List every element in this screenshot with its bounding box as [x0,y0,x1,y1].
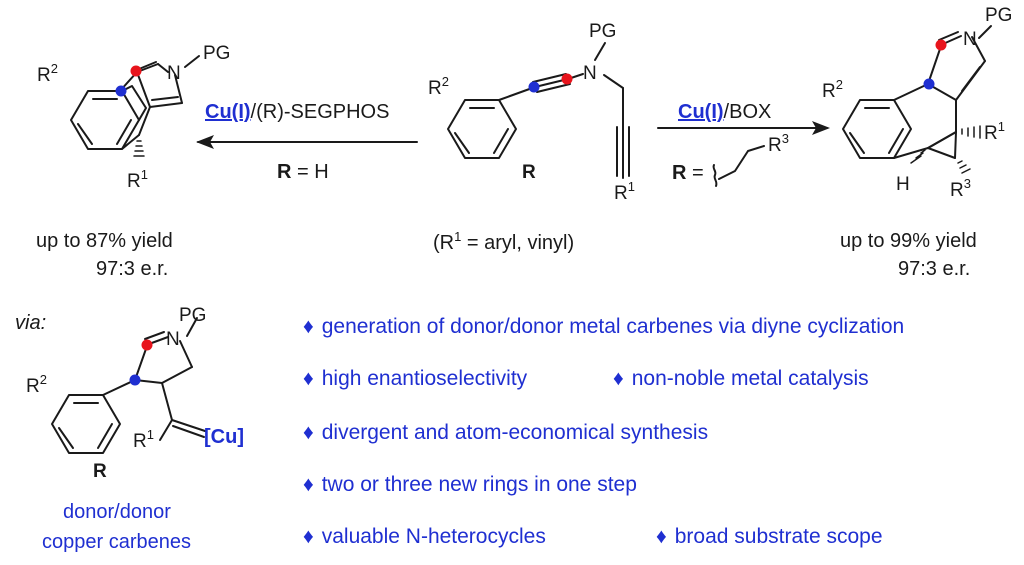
right-catalyst-cu: Cu(I) [678,101,724,123]
diamond-icon: ♦ [303,525,314,548]
left-arrowhead [196,135,214,149]
via-label: via: [15,312,47,334]
bullet-n-heterocycles: ♦valuable N-heterocycles [303,525,546,548]
left-catalyst-label: Cu(I)/(R)-SEGPHOS [205,102,389,122]
right-r2-label: R2 [822,77,843,102]
via-caption-line2: copper carbenes [42,531,191,553]
blue-dot-right [923,78,935,90]
diamond-icon: ♦ [303,315,314,338]
blue-dot-via [129,374,141,386]
substrate-r2-label: R2 [428,74,449,99]
diamond-icon: ♦ [303,473,314,496]
bullet-divergent-synthesis: ♦divergent and atom-economical synthesis [303,421,709,444]
intermediate-structure [51,317,206,454]
via-pg-label: PG [179,305,207,326]
left-n-label: N [167,63,181,84]
substrate-n-label: N [583,63,597,84]
diamond-icon: ♦ [303,421,314,444]
left-catalyst-cu: Cu(I) [205,101,251,123]
right-r1-label: R1 [984,119,1005,144]
red-dot-via [141,339,153,351]
diamond-icon: ♦ [303,367,314,390]
right-catalyst-ligand: /BOX [723,101,772,123]
bullet-non-noble-metal: ♦non-noble metal catalysis [613,367,869,390]
substrate-note: (R1 = aryl, vinyl) [433,229,575,254]
substrate-pg-label: PG [589,21,617,42]
substrate-r-label: R [522,162,536,183]
right-er: 97:3 e.r. [898,258,971,280]
substrate-structure [447,42,630,179]
vinyl-squiggle [712,145,765,187]
red-dot-substrate [561,73,573,85]
bullet-enantioselectivity: ♦high enantioselectivity [303,367,528,390]
bullet-new-rings: ♦two or three new rings in one step [303,473,637,496]
right-catalyst-label: Cu(I)/BOX [678,102,771,122]
arrows [197,127,828,143]
left-condition-label: R = H [277,161,329,183]
via-r1-label: R1 [133,427,154,452]
right-h-label: H [896,174,910,195]
left-er: 97:3 e.r. [96,258,169,280]
red-dot-right [935,39,947,51]
via-r2-label: R2 [26,372,47,397]
diamond-icon: ♦ [656,525,667,548]
via-n-label: N [166,329,180,350]
right-condition-label: R = [672,162,704,184]
blue-dot-substrate [528,81,540,93]
via-r-label: R [93,461,107,482]
left-yield: up to 87% yield [36,230,173,252]
right-n-label: N [963,29,977,50]
left-pg-label: PG [203,43,231,64]
right-arrowhead [812,121,830,135]
via-caption-line1: donor/donor [63,501,171,523]
right-pg-label: PG [985,5,1013,26]
left-r2-label: R2 [37,61,58,86]
via-cu-label: [Cu] [204,426,244,448]
bullet-carbene-generation: ♦generation of donor/donor metal carbene… [303,315,905,338]
substrate-r1-label: R1 [614,179,635,204]
red-dot-left [130,65,142,77]
left-catalyst-ligand: /(R)-SEGPHOS [250,101,390,123]
bullet-substrate-scope: ♦broad substrate scope [656,525,883,548]
right-r3-label: R3 [950,176,971,201]
right-product-structure [842,25,992,174]
right-yield: up to 99% yield [840,230,977,252]
left-r1-label: R1 [127,167,148,192]
diamond-icon: ♦ [613,367,624,390]
blue-dot-left [115,85,127,97]
right-condition-r3: R3 [768,131,789,156]
